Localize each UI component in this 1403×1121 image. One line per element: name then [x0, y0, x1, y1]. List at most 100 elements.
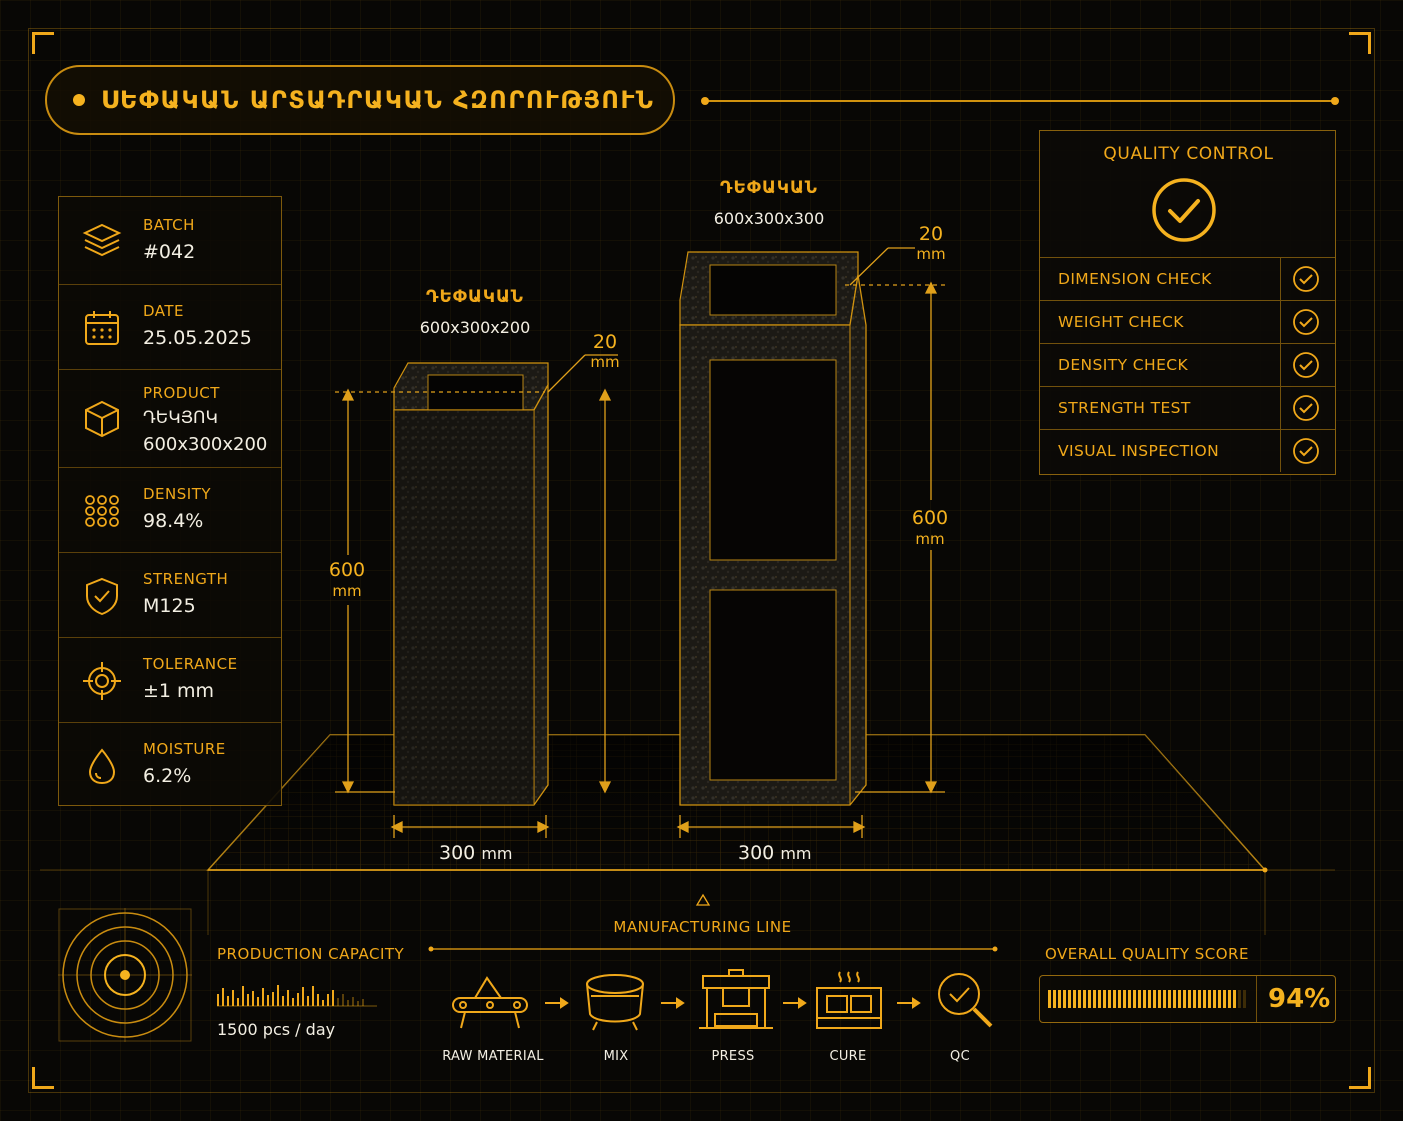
capacity-sparkline	[217, 985, 377, 1007]
score-separator	[1256, 976, 1257, 1022]
block-small-width: 300 mm	[439, 842, 512, 864]
score-bar-segment	[1103, 990, 1106, 1008]
block-large-title: ԴԵՓԱԿԱՆ	[720, 178, 818, 198]
title-dot-icon	[73, 94, 85, 106]
step-label-press: PRESS	[711, 1049, 755, 1064]
step-label-mix: MIX	[603, 1049, 629, 1064]
block-large-size: 600x300x300	[713, 209, 825, 228]
step-label-raw-material: RAW MATERIAL	[442, 1049, 544, 1064]
block-large-height-unit: mm	[915, 530, 945, 548]
score-bar-segment	[1173, 990, 1176, 1008]
score-bar-segment	[1228, 990, 1231, 1008]
step-label-qc: QC	[950, 1049, 970, 1064]
production-capacity-value: 1500 pcs / day	[217, 1020, 336, 1039]
spec-label-date: DATE	[143, 302, 185, 320]
droplet-icon	[88, 748, 116, 785]
block-large-width: 300 mm	[738, 842, 811, 864]
spec-value-moisture: 6.2%	[143, 765, 192, 787]
spec-label-moisture: MOISTURE	[143, 740, 226, 758]
quality-score-bar	[1048, 990, 1246, 1008]
production-capacity-label: PRODUCTION CAPACITY	[217, 945, 405, 963]
spec-value-density: 98.4%	[143, 510, 204, 532]
score-bar-segment	[1068, 990, 1071, 1008]
spec-row-date: DATE 25.05.2025	[59, 285, 281, 370]
score-bar-segment	[1093, 990, 1096, 1008]
arrow-icon	[545, 997, 569, 1009]
qc-row-separator	[1280, 430, 1281, 472]
block-large-height-value: 600	[911, 507, 949, 529]
page-title: ՍԵՓԱԿԱՆ ԱՐՏԱԴՐԱԿԱՆ ՀԶՈՐՈՒԹՅՈՒՆ	[101, 86, 655, 114]
cure-oven-icon	[816, 971, 882, 1029]
title-divider-line	[701, 97, 1339, 105]
score-bar-segment	[1138, 990, 1141, 1008]
big-check-circle-icon	[1152, 178, 1216, 242]
page-title-pill: ՍԵՓԱԿԱՆ ԱՐՏԱԴՐԱԿԱՆ ՀԶՈՐՈՒԹՅՈՒՆ	[45, 65, 675, 135]
qc-row-separator	[1280, 301, 1281, 343]
block-large-wall-unit: mm	[916, 245, 946, 263]
qc-label-density: DENSITY CHECK	[1058, 356, 1189, 374]
crosshair-icon	[83, 662, 121, 700]
corner-bracket-bottom-right	[1349, 1067, 1371, 1089]
spec-value-product-name: ԴԵԿՅՈԿ	[143, 408, 218, 428]
calendar-icon	[85, 311, 119, 345]
score-bar-segment	[1213, 990, 1216, 1008]
qc-row-strength: STRENGTH TEST	[1040, 386, 1335, 429]
arrow-icon	[783, 997, 807, 1009]
spec-label-batch: BATCH	[143, 216, 195, 234]
score-bar-segment	[1133, 990, 1136, 1008]
qc-row-separator	[1280, 258, 1281, 300]
check-circle-icon	[1293, 309, 1319, 335]
score-bar-segment	[1193, 990, 1196, 1008]
overall-quality-score-box: 94%	[1039, 975, 1336, 1023]
arrow-icon	[897, 997, 921, 1009]
qc-row-density: DENSITY CHECK	[1040, 343, 1335, 386]
score-bar-segment	[1243, 990, 1246, 1008]
shield-check-icon	[86, 577, 118, 616]
density-dots-icon	[85, 495, 119, 527]
spec-value-strength: M125	[143, 595, 196, 617]
qc-row-visual: VISUAL INSPECTION	[1040, 429, 1335, 472]
hud-frame	[28, 28, 1375, 1093]
qc-row-separator	[1280, 344, 1281, 386]
score-bar-segment	[1053, 990, 1056, 1008]
triangle-marker-icon	[695, 893, 711, 906]
score-bar-segment	[1168, 990, 1171, 1008]
block-small-width-value: 300	[439, 842, 476, 864]
score-bar-segment	[1073, 990, 1076, 1008]
score-bar-segment	[1063, 990, 1066, 1008]
block-large-illustration	[679, 251, 867, 806]
score-bar-segment	[1183, 990, 1186, 1008]
spec-value-date: 25.05.2025	[143, 327, 252, 349]
press-icon	[699, 969, 773, 1029]
score-bar-segment	[1058, 990, 1061, 1008]
score-bar-segment	[1123, 990, 1126, 1008]
score-bar-segment	[1118, 990, 1121, 1008]
block-small-height-value: 600	[328, 559, 366, 581]
spec-row-batch: BATCH #042	[59, 197, 281, 285]
block-small-wall-unit: mm	[590, 353, 620, 371]
cube-icon	[85, 400, 119, 438]
score-bar-segment	[1233, 990, 1236, 1008]
spec-label-tolerance: TOLERANCE	[143, 655, 238, 673]
score-bar-segment	[1048, 990, 1051, 1008]
magnifier-check-icon	[938, 973, 993, 1028]
block-large-width-value: 300	[738, 842, 775, 864]
score-bar-segment	[1108, 990, 1111, 1008]
manufacturing-line-rule	[428, 946, 998, 952]
check-circle-icon	[1293, 352, 1319, 378]
spec-panel: BATCH #042 DATE 25.05.2025 PRODUCT ԴԵԿՅՈ…	[58, 196, 282, 806]
spec-row-moisture: MOISTURE 6.2%	[59, 723, 281, 805]
score-bar-segment	[1148, 990, 1151, 1008]
corner-bracket-top-right	[1349, 32, 1371, 54]
block-small-width-unit: mm	[481, 844, 513, 863]
score-bar-segment	[1158, 990, 1161, 1008]
score-bar-segment	[1178, 990, 1181, 1008]
conveyor-icon	[452, 976, 528, 1029]
quality-control-title: QUALITY CONTROL	[1103, 144, 1274, 164]
spec-row-tolerance: TOLERANCE ±1 mm	[59, 638, 281, 723]
score-bar-segment	[1098, 990, 1101, 1008]
qc-row-separator	[1280, 387, 1281, 429]
spec-row-product: PRODUCT ԴԵԿՅՈԿ 600x300x200	[59, 370, 281, 468]
qc-label-strength: STRENGTH TEST	[1058, 399, 1191, 417]
